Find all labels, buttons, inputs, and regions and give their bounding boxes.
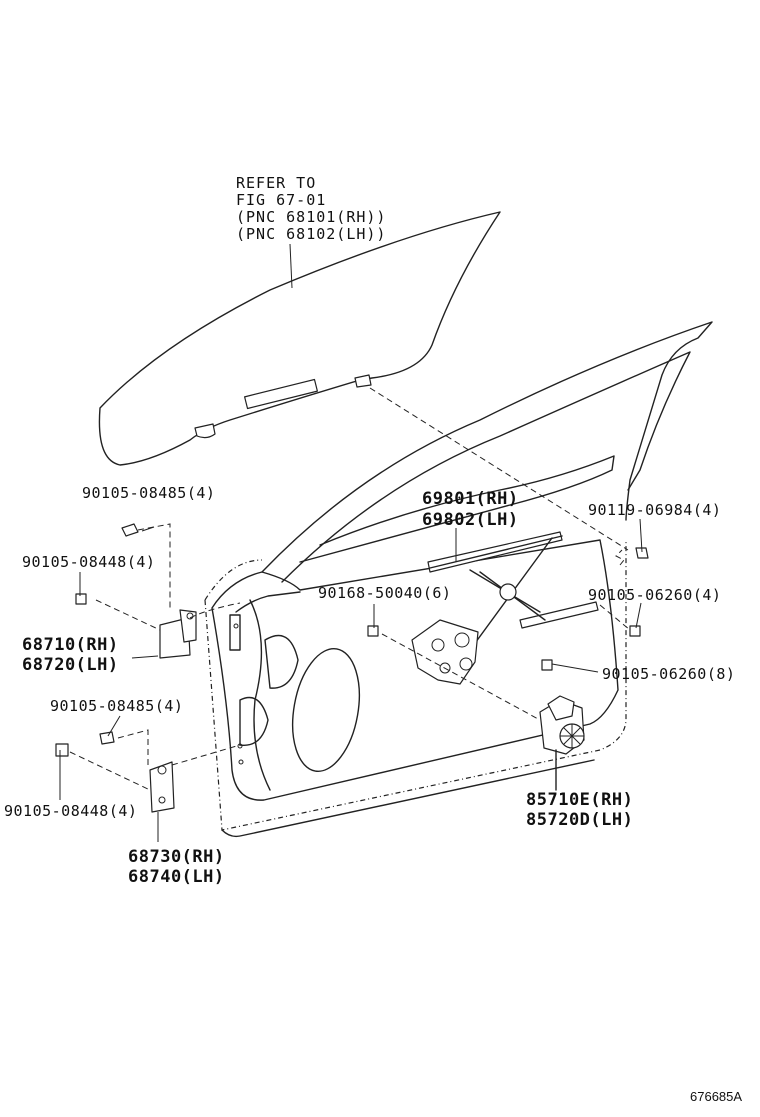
reference-note: REFER TO FIG 67-01 (PNC 68101(RH)) (PNC … [236, 174, 386, 243]
label-lower-hinge-rh: 68730(RH) [128, 847, 225, 867]
reference-line-4: (PNC 68102(LH)) [236, 225, 386, 243]
bolts [55, 523, 649, 757]
window-regulator [411, 531, 599, 685]
label-bolt-regulator-rail: 90105-06260(4) [588, 586, 721, 604]
reference-line-3: (PNC 68101(RH)) [236, 208, 386, 226]
regulator-motor [539, 695, 585, 791]
label-upper-hinge-lh: 68720(LH) [22, 655, 119, 675]
label-regulator-rh: 69801(RH) [422, 489, 519, 509]
door-glass [98, 211, 501, 466]
leader-lines [59, 387, 643, 842]
label-motor-rh: 85710E(RH) [526, 790, 633, 810]
lower-hinge [149, 761, 175, 813]
label-motor-lh: 85720D(LH) [526, 810, 633, 830]
label-lower-hinge-lh: 68740(LH) [128, 867, 225, 887]
reference-line-2: FIG 67-01 [236, 191, 326, 209]
reference-line-1: REFER TO [236, 174, 316, 192]
label-upper-hinge-rh: 68710(RH) [22, 635, 119, 655]
door-panel [204, 321, 713, 838]
drawing-code: 676685A [690, 1089, 742, 1104]
label-regulator-lh: 69802(LH) [422, 510, 519, 530]
label-bolt-motor: 90105-06260(8) [602, 665, 735, 683]
label-bolt-lower-hinge-side: 90105-08448(4) [4, 802, 137, 820]
label-bolt-upper-hinge: 90105-08485(4) [82, 484, 215, 502]
label-bolt-glass-run: 90119-06984(4) [588, 501, 721, 519]
label-bolt-lower-hinge: 90105-08485(4) [50, 697, 183, 715]
label-bolt-regulator: 90168-50040(6) [318, 584, 451, 602]
label-bolt-upper-hinge-side: 90105-08448(4) [22, 553, 155, 571]
